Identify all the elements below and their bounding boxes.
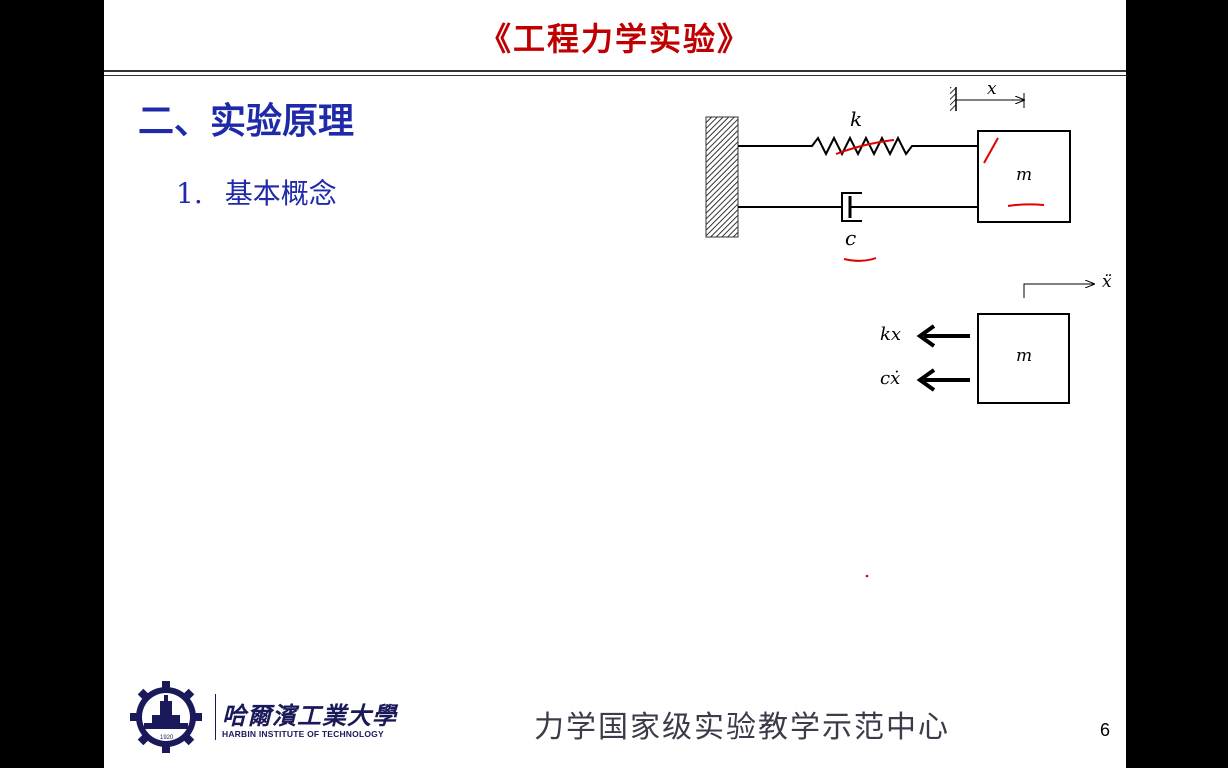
slide-title: 《工程力学实验》 — [478, 20, 751, 58]
university-name-en: HARBIN INSTITUTE OF TECHNOLOGY — [222, 729, 384, 739]
spring-force-label: kx — [880, 324, 901, 345]
section-heading: 二、实验原理 — [138, 101, 355, 142]
sub-heading-text: 基本概念 — [224, 177, 337, 210]
mass-annotation-underline — [1007, 203, 1045, 207]
damping-force-arrowhead — [916, 368, 936, 392]
sub-heading: 1. 基本概念 — [176, 172, 337, 212]
mass-spring-damper-diagram: k c m x m ẍ kx cẋ — [130, 79, 1112, 753]
emblem-year: 1920 — [160, 735, 174, 741]
mass-label-top: m — [1016, 165, 1032, 185]
mass-annotation-tick — [983, 137, 999, 164]
acceleration-arrow — [1023, 284, 1094, 298]
fixed-wall — [705, 116, 739, 238]
displacement-label: x — [987, 79, 997, 99]
ground-reference — [950, 87, 956, 111]
annotation-dot — [865, 574, 869, 578]
title-divider — [104, 70, 1126, 72]
sub-heading-number: 1. — [176, 177, 203, 210]
acceleration-label: ẍ — [1102, 272, 1112, 292]
slide-canvas: 《工程力学实验》 二、实验原理 1. 基本概念 k c m — [104, 0, 1126, 768]
spring-force-arrowhead — [916, 324, 936, 348]
damping-force-label: cẋ — [880, 368, 900, 389]
logo-divider — [215, 694, 216, 740]
title-divider-thin — [104, 75, 1126, 76]
university-name-cn: 哈爾濱工業大學 — [222, 701, 397, 730]
damper-annotation-underline — [843, 257, 877, 262]
spring-label: k — [850, 107, 862, 131]
damper-label: c — [845, 226, 856, 250]
university-emblem: 1920 — [130, 681, 202, 753]
footer-center-text: 力学国家级实验教学示范中心 — [534, 710, 950, 745]
damper-cylinder — [841, 192, 862, 222]
page-number: 6 — [1100, 720, 1111, 740]
mass-label-bottom: m — [1016, 346, 1032, 366]
mass-block-bottom — [977, 313, 1070, 404]
spring-annotation-stroke — [835, 139, 895, 155]
